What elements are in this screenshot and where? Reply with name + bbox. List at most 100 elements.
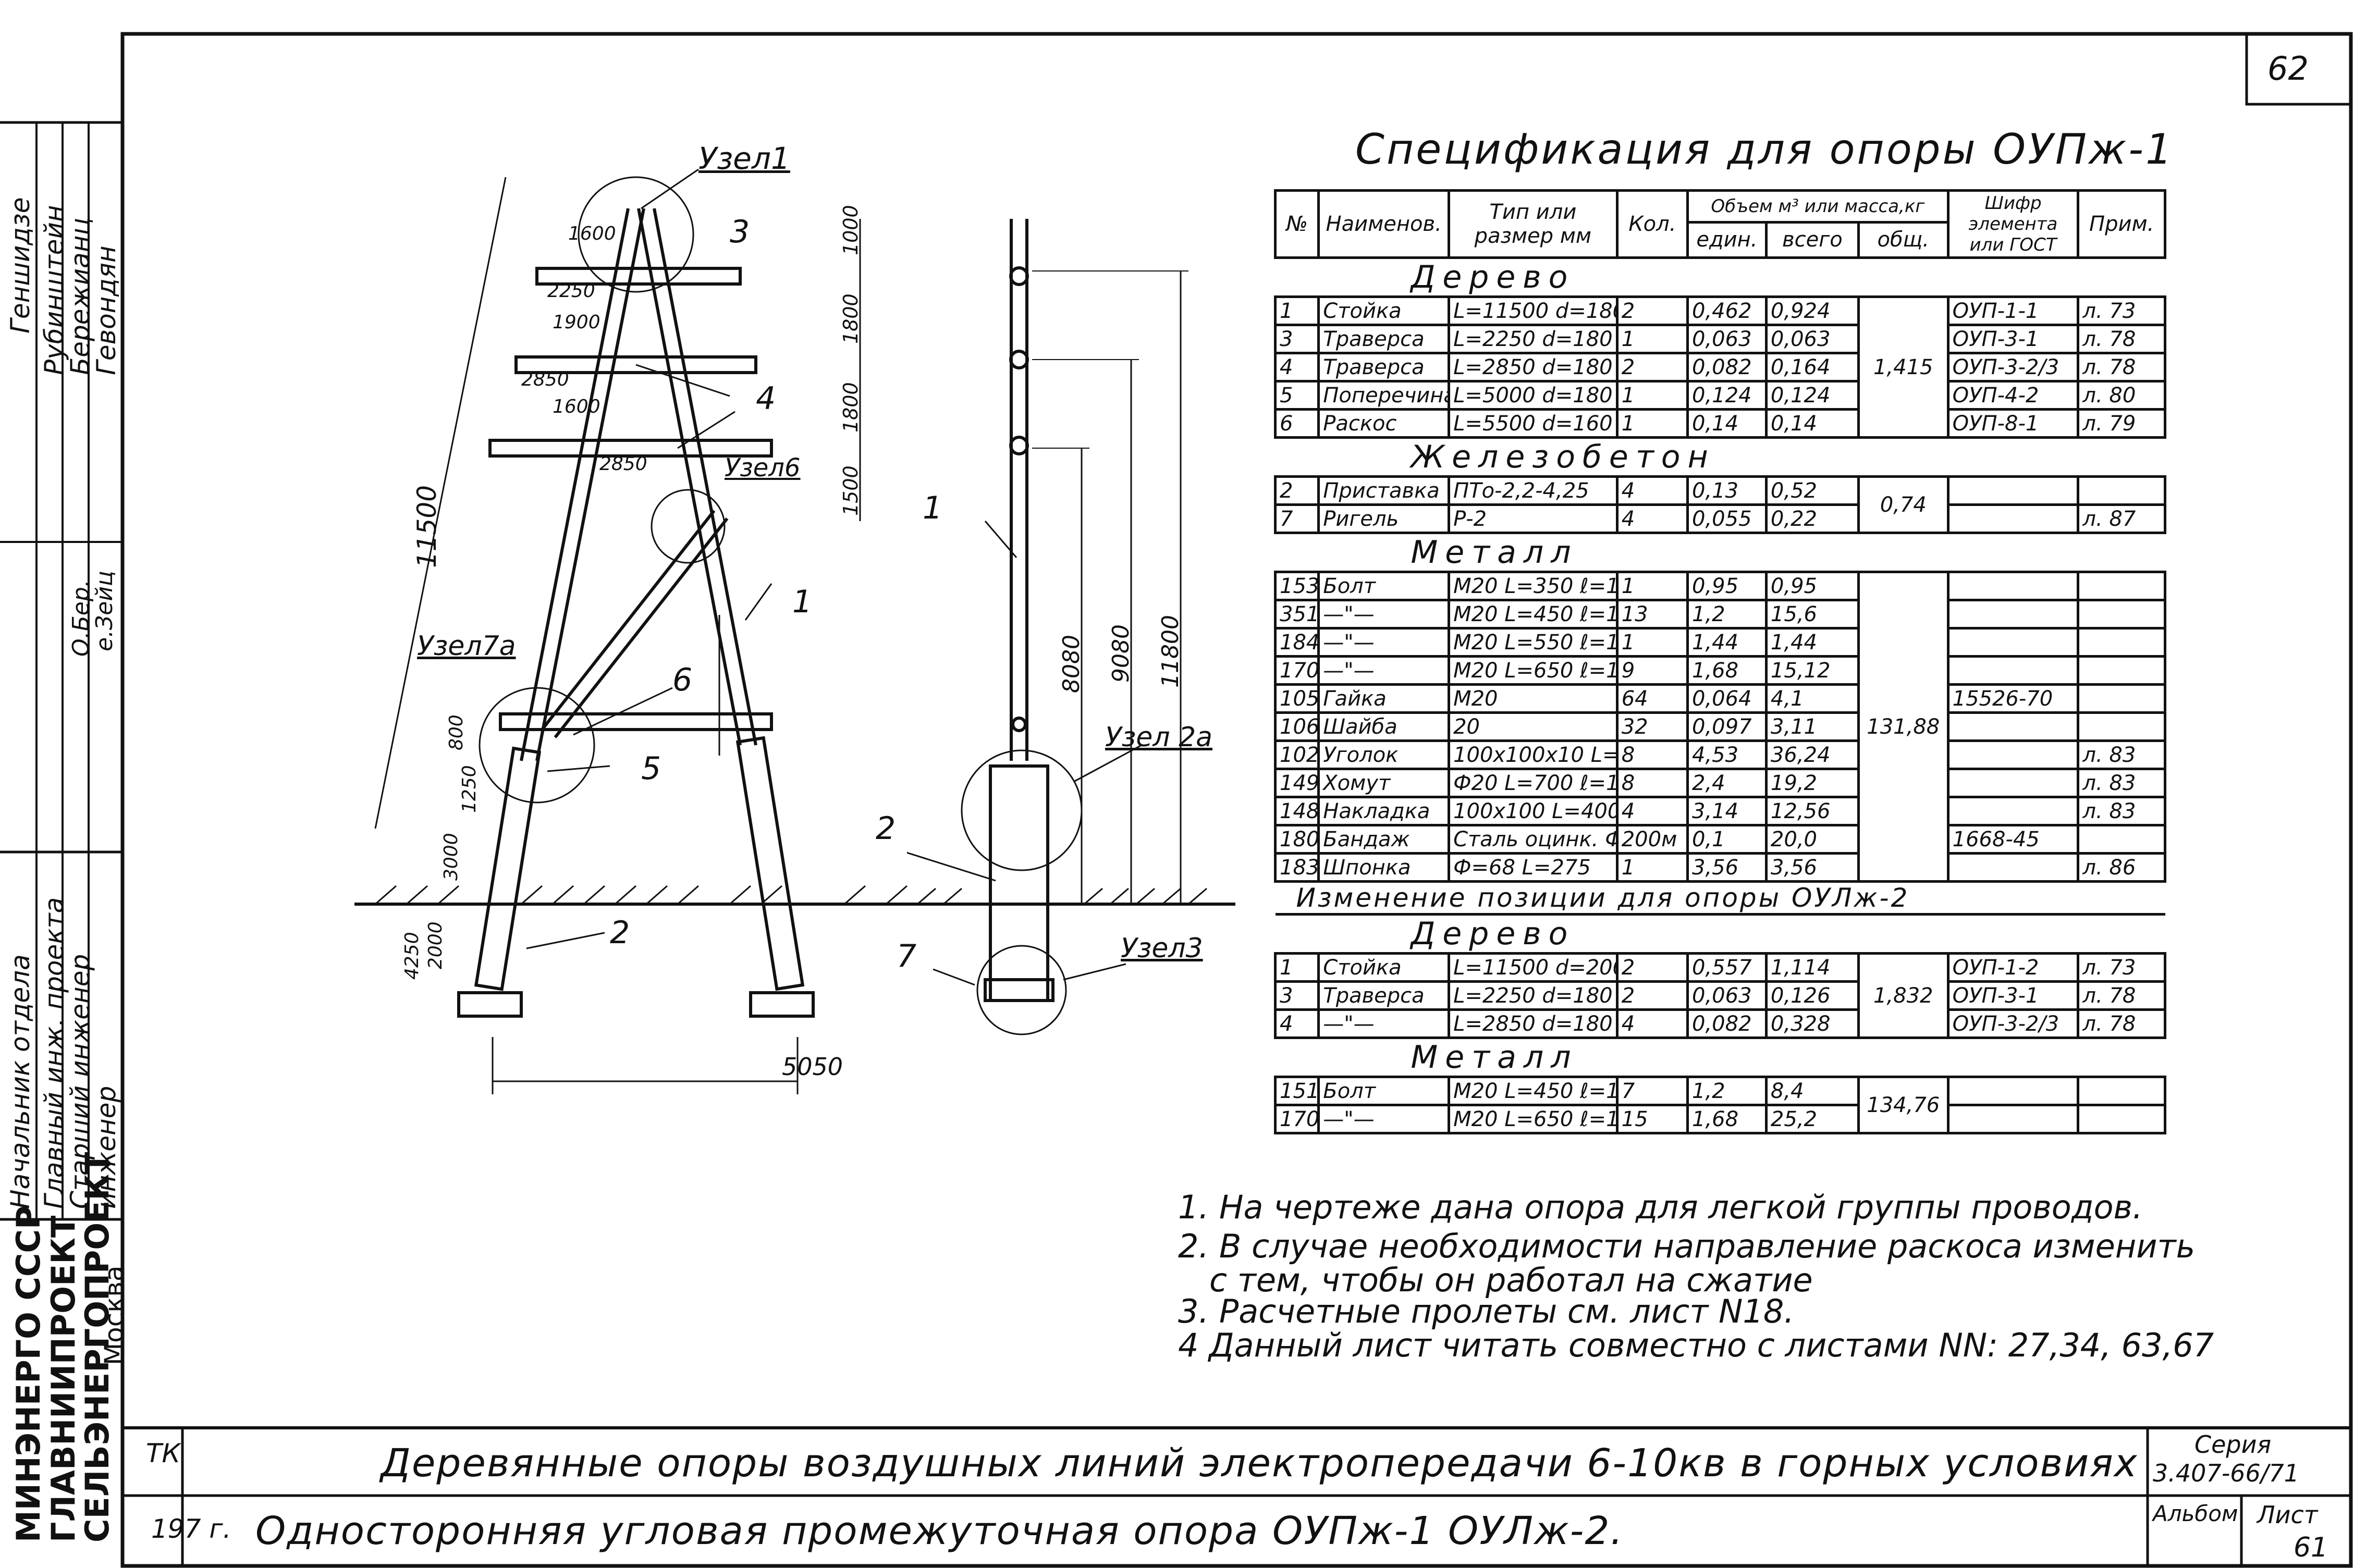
spec-cell-unit: 1,68 — [1686, 1104, 1768, 1134]
spec-cell-code — [1946, 1076, 2080, 1106]
spec-cell-name: Траверса — [1317, 980, 1451, 1011]
spec-cell-unit: 0,124 — [1686, 380, 1768, 411]
spec-cell-unit: 0,097 — [1686, 711, 1768, 742]
dim-1800-a: 1800 — [839, 293, 862, 344]
header-type: Тип или размер мм — [1448, 189, 1619, 259]
spec-cell-unit: 0,95 — [1686, 571, 1768, 601]
spec-cell-qty: 1 — [1615, 852, 1689, 883]
spec-cell-note: л. 78 — [2077, 352, 2166, 382]
side-view-drawing — [907, 219, 1235, 1035]
spec-cell-qty: 2 — [1615, 952, 1689, 983]
spec-cell-unit: 0,13 — [1686, 475, 1768, 506]
left-leg-outer — [520, 208, 630, 761]
crossarm-mid — [514, 355, 757, 374]
spec-cell-unit: 0,055 — [1686, 503, 1768, 534]
dim-2250: 2250 — [547, 280, 595, 302]
spec-cell-overall: 1,415 — [1857, 295, 1950, 439]
spec-cell-total: 0,063 — [1764, 324, 1860, 354]
spec-cell-no: 2 — [1273, 475, 1320, 506]
left-stub — [474, 746, 542, 991]
callout-2-front: 2 — [610, 915, 630, 951]
spec-cell-unit: 0,063 — [1686, 980, 1768, 1011]
callout-3: 3 — [730, 214, 750, 250]
spec-cell-qty: 2 — [1615, 295, 1689, 326]
spec-cell-note — [2077, 683, 2166, 714]
header-note: Прим. — [2077, 189, 2166, 259]
spec-cell-unit: 1,2 — [1686, 599, 1768, 629]
spec-cell-type: 100х100х10 L=300 — [1448, 739, 1619, 770]
spec-cell-no: 351 — [1273, 599, 1320, 629]
spec-cell-note: л. 83 — [2077, 739, 2166, 770]
spec-cell-name: —"— — [1317, 655, 1451, 686]
spec-cell-qty: 64 — [1615, 683, 1689, 714]
spec-cell-no: 102 — [1273, 739, 1320, 770]
label-uzel1: Узел1 — [698, 141, 790, 176]
spec-cell-name: Гайка — [1317, 683, 1451, 714]
page-number: 62 — [2267, 50, 2309, 88]
org-moscow: Москва — [99, 1265, 129, 1365]
label-uzel7a: Узел7а — [417, 631, 516, 662]
spec-cell-code: ОУП-1-2 — [1946, 952, 2080, 983]
spec-cell-type: М20 L=650 ℓ=150 — [1448, 655, 1619, 686]
dim-5050: 5050 — [782, 1053, 843, 1081]
spec-cell-unit: 0,462 — [1686, 295, 1768, 326]
spec-cell-note: л. 87 — [2077, 503, 2166, 534]
spec-cell-code — [1946, 599, 2080, 629]
spec-cell-note — [2077, 1104, 2166, 1134]
callout-7: 7 — [897, 938, 917, 974]
spec-cell-qty: 1 — [1615, 627, 1689, 658]
spec-cell-note: л. 86 — [2077, 852, 2166, 883]
spec-row: 184—"—М20 L=550 ℓ=10011,441,44 — [1273, 627, 2166, 658]
spec-cell-no: 153 — [1273, 571, 1320, 601]
spec-cell-total: 0,126 — [1764, 980, 1860, 1011]
note-2: 2. В случае необходимости направление ра… — [1178, 1227, 2196, 1265]
spec-cell-note: л. 78 — [2077, 980, 2166, 1011]
spec-cell-code: ОУП-3-2/3 — [1946, 1008, 2080, 1039]
spec-cell-total: 4,1 — [1764, 683, 1860, 714]
spec-cell-unit: 0,14 — [1686, 408, 1768, 439]
spec-change-row: Изменение позиции для опоры ОУЛж-2 — [1275, 880, 2165, 916]
spec-cell-no: 170 — [1273, 1104, 1320, 1134]
spec-cell-code — [1946, 796, 2080, 826]
spec-cell-no: 105 — [1273, 683, 1320, 714]
callout-4: 4 — [756, 380, 776, 417]
spec-cell-code — [1946, 627, 2080, 658]
spec-section-title: Дерево — [1275, 913, 2165, 955]
callout-1-front: 1 — [792, 584, 813, 620]
spec-title: Спецификация для опоры ОУПж-1 — [1355, 125, 2174, 174]
spec-cell-type: L=11500 d=200 — [1448, 952, 1619, 983]
tb-list-label: Лист — [2257, 1501, 2318, 1529]
callout-1-side: 1 — [923, 490, 943, 526]
spec-cell-total: 1,44 — [1764, 627, 1860, 658]
spec-cell-unit: 0,064 — [1686, 683, 1768, 714]
org-glavniiproekt: ГЛАВНИИПРОЕКТ — [44, 1215, 82, 1542]
spec-cell-name: Бандаж — [1317, 824, 1451, 855]
header-volume-group: Объем м³ или масса,кг — [1686, 189, 1950, 224]
spec-cell-code: ОУП-3-1 — [1946, 980, 2080, 1011]
spec-cell-no: 7 — [1273, 503, 1320, 534]
spec-cell-qty: 8 — [1615, 739, 1689, 770]
note-4: 4 Данный лист читать совместно с листами… — [1178, 1326, 2214, 1364]
spec-cell-name: Накладка — [1317, 796, 1451, 826]
spec-cell-no: 149 — [1273, 768, 1320, 798]
spec-cell-total: 20,0 — [1764, 824, 1860, 855]
note-2-cont: с тем, чтобы он работал на сжатие — [1209, 1261, 1813, 1299]
spec-cell-no: 183 — [1273, 852, 1320, 883]
tb-tk: ТК — [146, 1438, 181, 1468]
dim-3000: 3000 — [440, 833, 462, 881]
spec-cell-no: 180 — [1273, 824, 1320, 855]
name-1: Геншидзе — [5, 197, 35, 334]
spec-cell-unit: 0,557 — [1686, 952, 1768, 983]
spec-cell-note — [2077, 824, 2166, 855]
spec-cell-total: 3,56 — [1764, 852, 1860, 883]
